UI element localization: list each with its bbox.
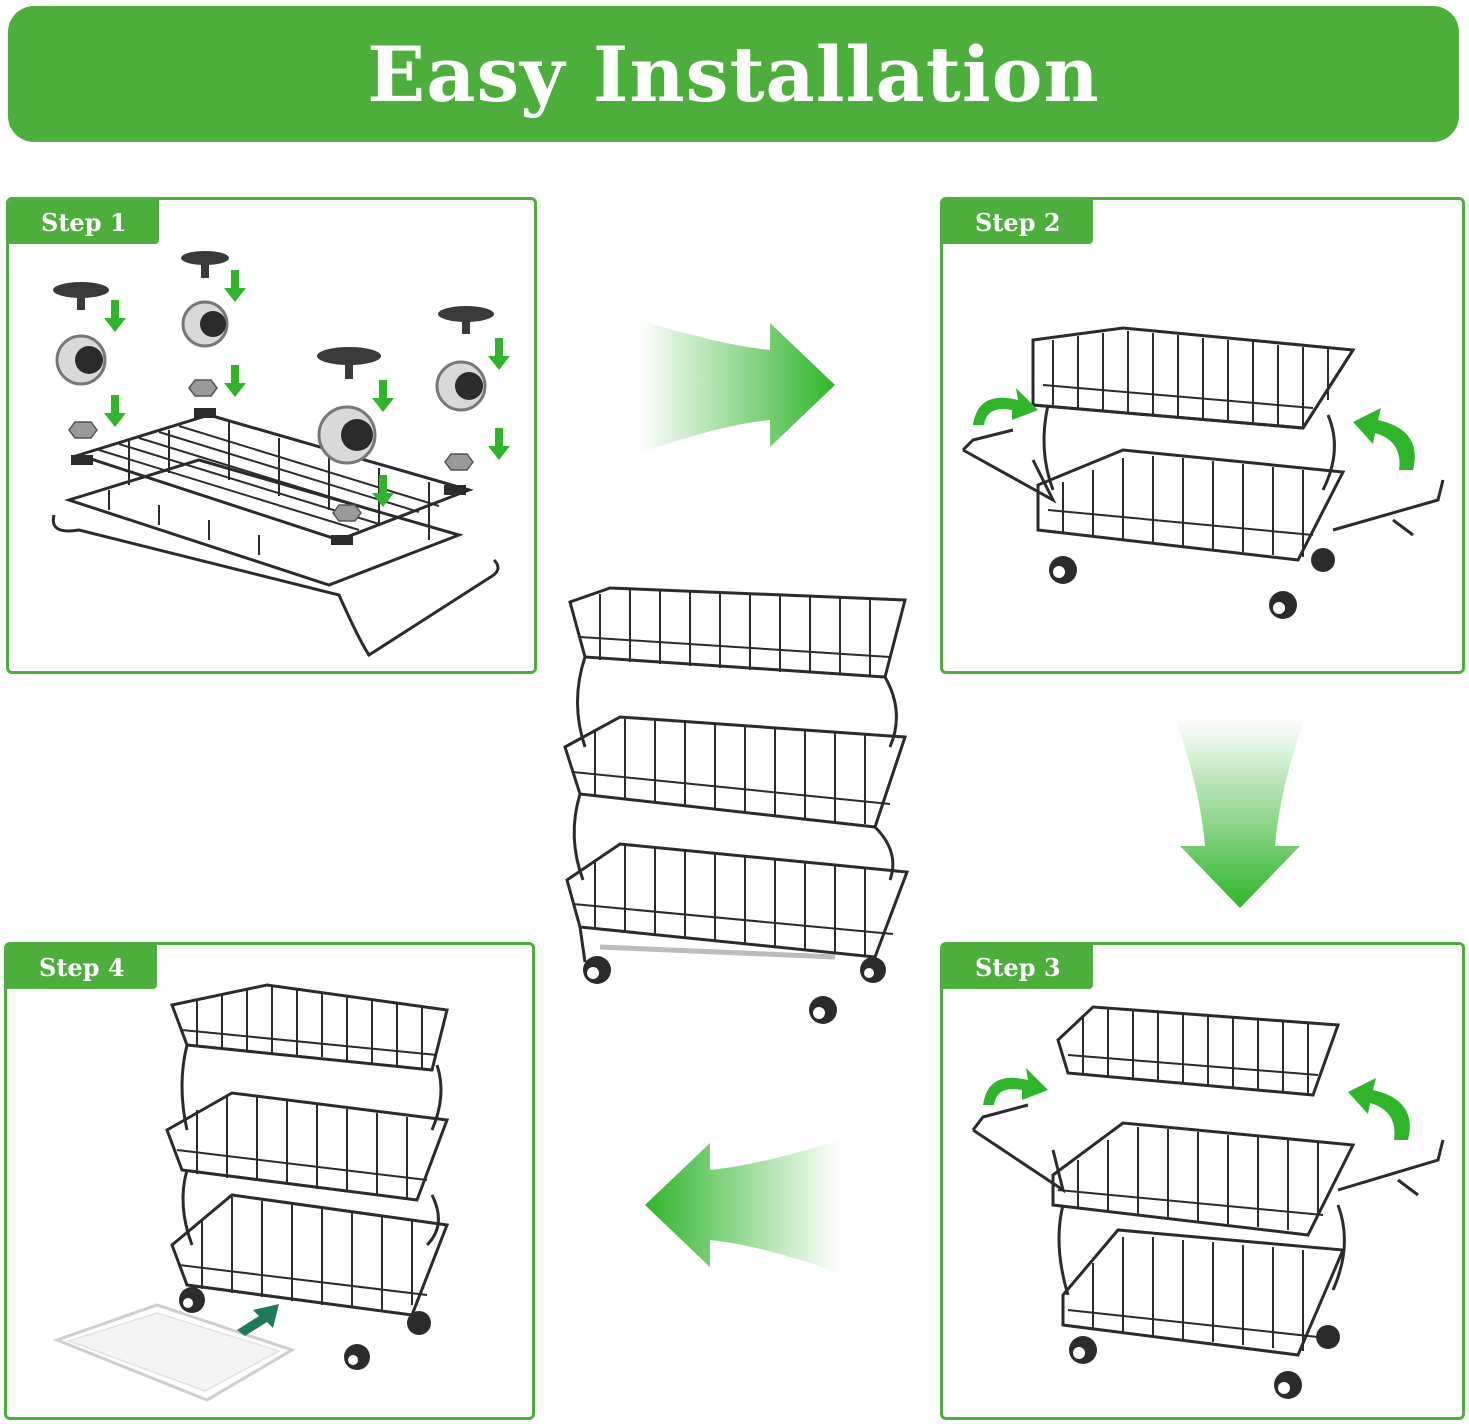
rotate-arrow-icon bbox=[1348, 1078, 1410, 1140]
rotate-arrow-icon bbox=[1353, 408, 1415, 470]
arrow-right-icon bbox=[640, 320, 835, 453]
insert-arrow-icon bbox=[237, 1304, 279, 1336]
step-2-panel: Step 2 bbox=[940, 197, 1465, 674]
rotate-arrow-icon bbox=[983, 1068, 1048, 1105]
arrow-down-icon bbox=[1175, 718, 1305, 908]
title-banner: Easy Installation bbox=[8, 6, 1459, 142]
page-title: Easy Installation bbox=[367, 29, 1100, 119]
step-4-illustration bbox=[52, 983, 450, 1402]
step-1-label: Step 1 bbox=[9, 200, 159, 244]
step-1-illustration bbox=[51, 251, 510, 658]
step-4-label: Step 4 bbox=[7, 945, 157, 989]
assembled-cart-illustration bbox=[563, 586, 910, 1024]
step-2-label: Step 2 bbox=[943, 200, 1093, 244]
tray bbox=[52, 1303, 296, 1402]
step-3-panel: Step 3 bbox=[940, 942, 1465, 1420]
arrow-left-icon bbox=[645, 1140, 840, 1273]
rotate-arrow-icon bbox=[973, 388, 1038, 425]
step-2-illustration bbox=[961, 326, 1445, 619]
step-3-label: Step 3 bbox=[943, 945, 1093, 989]
step-3-illustration bbox=[971, 1005, 1445, 1399]
step-1-panel: Step 1 bbox=[6, 197, 537, 674]
step-4-panel: Step 4 bbox=[4, 942, 535, 1420]
